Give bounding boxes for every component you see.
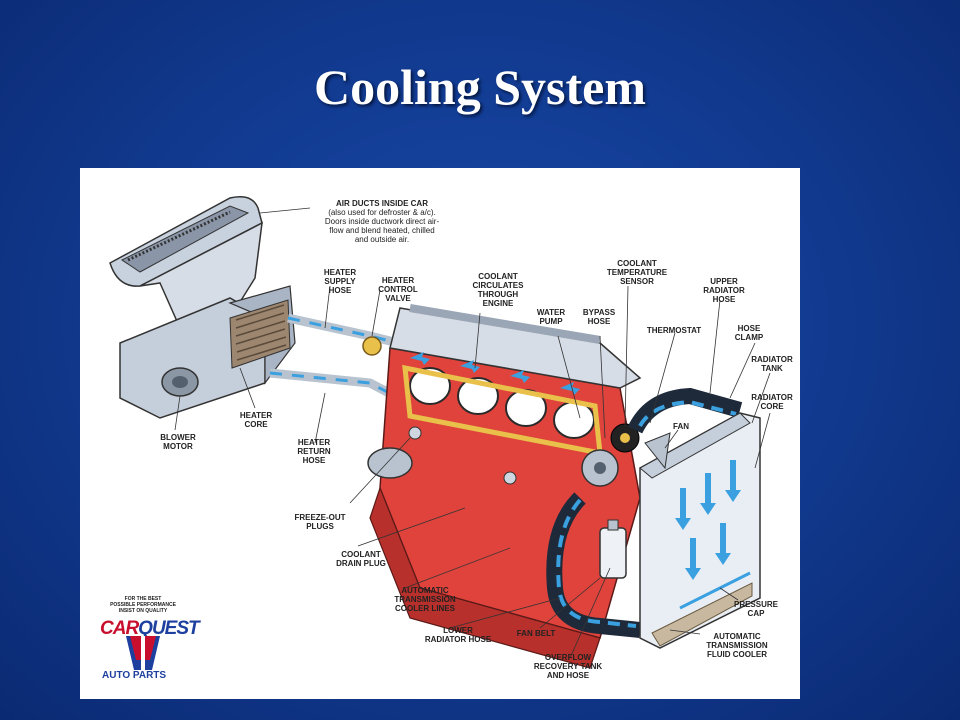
label-lower-radiator-hose: LOWER RADIATOR HOSE (424, 626, 492, 644)
label-auto-trans-cooler-lines: AUTOMATIC TRANSMISSION COOLER LINES (394, 586, 456, 613)
cooling-system-diagram: AIR DUCTS INSIDE CAR (also used for defr… (80, 168, 800, 699)
label-coolant-drain-plug: COOLANT DRAIN PLUG (336, 550, 386, 568)
leader-lines (174, 207, 771, 659)
logo-tagline: FOR THE BEST POSSIBLE PERFORMANCE INSIST… (110, 596, 176, 614)
logo-brand: CARQUEST (100, 618, 200, 640)
label-radiator-core: RADIATOR CORE (751, 393, 793, 411)
label-heater-supply-hose: HEATER SUPPLY HOSE (323, 268, 357, 295)
label-heater-control-valve: HEATER CONTROL VALVE (378, 276, 418, 303)
diagram-illustration (109, 196, 771, 669)
logo-emblem-icon (126, 636, 160, 670)
thermostat-housing (610, 423, 640, 453)
label-air-ducts-note: (also used for defroster & a/c). Doors i… (324, 208, 440, 244)
label-bypass-hose: BYPASS HOSE (582, 308, 616, 326)
label-hose-clamp: HOSE CLAMP (734, 324, 764, 342)
water-pump (581, 449, 619, 487)
radiator (639, 412, 761, 649)
label-water-pump: WATER PUMP (536, 308, 566, 326)
label-heater-core: HEATER CORE (239, 411, 273, 429)
label-coolant-circulates: COOLANT CIRCULATES THROUGH ENGINE (472, 272, 524, 308)
label-pressure-cap: PRESSURE CAP (733, 600, 778, 618)
label-fan: FAN (673, 422, 689, 431)
label-heater-return-hose: HEATER RETURN HOSE (297, 438, 331, 465)
logo-brand-quest: QUEST (138, 618, 199, 639)
slide-title: Cooling System (314, 59, 646, 115)
label-air-ducts: AIR DUCTS INSIDE CAR (335, 199, 428, 208)
label-upper-radiator-hose: UPPER RADIATOR HOSE (703, 277, 745, 304)
logo-subline: AUTO PARTS (102, 670, 167, 681)
label-thermostat: THERMOSTAT (646, 326, 702, 335)
air-duct (109, 196, 296, 419)
carquest-logo: FOR THE BEST POSSIBLE PERFORMANCE INSIST… (98, 596, 200, 686)
heater-core (229, 299, 291, 369)
fan (644, 432, 671, 470)
label-auto-trans-fluid-cooler: AUTOMATIC TRANSMISSION FLUID COOLER (706, 632, 768, 659)
label-blower-motor: BLOWER MOTOR (160, 433, 196, 451)
upper-radiator-hose (627, 387, 743, 434)
overflow-tank (599, 519, 627, 579)
logo-brand-car: CAR (100, 618, 139, 639)
label-overflow-tank: OVERFLOW RECOVERY TANK AND HOSE (533, 653, 603, 680)
label-fan-belt: FAN BELT (516, 629, 556, 638)
blower-motor (161, 367, 199, 397)
label-freeze-out-plugs: FREEZE-OUT PLUGS (294, 513, 346, 531)
lower-radiator-hose (546, 492, 641, 638)
label-coolant-temperature-sensor: COOLANT TEMPERATURE SENSOR (606, 259, 668, 286)
engine-block (367, 304, 642, 669)
label-radiator-tank: RADIATOR TANK (751, 355, 793, 373)
